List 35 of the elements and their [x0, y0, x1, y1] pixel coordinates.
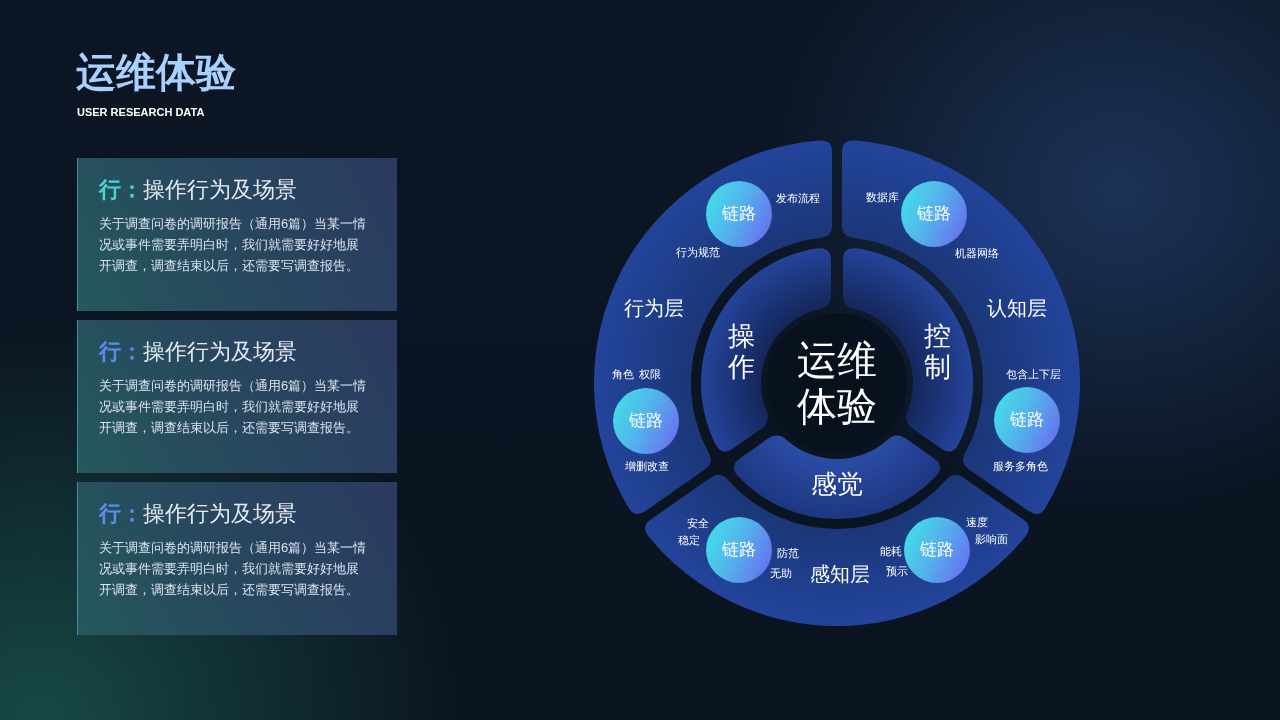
side-label: 防范	[776, 546, 799, 560]
text-panel	[77, 320, 397, 473]
title: 运维体验	[76, 49, 236, 96]
segment-label: 感觉	[811, 468, 863, 500]
heading-prefix: 行：	[99, 501, 143, 526]
body-text: 关于调查问卷的调研报告（通用6篇）当某一情况或事件需要弄明白时，我们就需要好好地展开调查，调查结束以后，还需要写调查报告。	[99, 215, 368, 275]
side-label: 机器网络	[954, 246, 999, 260]
side-label: 能耗	[880, 544, 903, 558]
side-label: 行为规范	[676, 245, 721, 259]
subtitle: USER RESEARCH DATA	[77, 105, 205, 120]
side-label: 增删改查	[624, 459, 669, 473]
segment-label: 控制	[922, 321, 952, 383]
segment-label: 操作	[726, 321, 756, 383]
side-label: 角色	[611, 367, 634, 381]
body-text: 关于调查问卷的调研报告（通用6篇）当某一情况或事件需要弄明白时，我们就需要好好地展开调查，调查结束以后，还需要写调查报告。	[99, 539, 368, 599]
panel-heading: 操作行为及场景	[143, 501, 297, 526]
side-label: 无助	[769, 566, 792, 580]
side-label: 发布流程	[776, 191, 821, 205]
side-label: 影响面	[975, 532, 1008, 546]
heading-prefix: 行：	[99, 339, 143, 364]
panel-heading: 操作行为及场景	[143, 177, 297, 202]
side-label: 权限	[638, 367, 661, 381]
side-label: 包含上下层	[1005, 367, 1061, 381]
layer-label: 行为层	[624, 296, 684, 321]
body-text: 关于调查问卷的调研报告（通用6篇）当某一情况或事件需要弄明白时，我们就需要好好地展开调查，调查结束以后，还需要写调查报告。	[99, 377, 368, 437]
side-label: 服务多角色	[992, 459, 1048, 473]
layer-label: 认知层	[987, 296, 1047, 321]
panel-heading: 操作行为及场景	[143, 339, 297, 364]
heading-prefix: 行：	[99, 177, 143, 202]
text-panel	[77, 482, 397, 635]
side-label: 数据库	[866, 190, 900, 204]
side-label: 稳定	[677, 533, 700, 547]
text-panel	[77, 158, 397, 311]
layer-label: 感知层	[810, 562, 870, 587]
ring-segment	[733, 435, 941, 519]
